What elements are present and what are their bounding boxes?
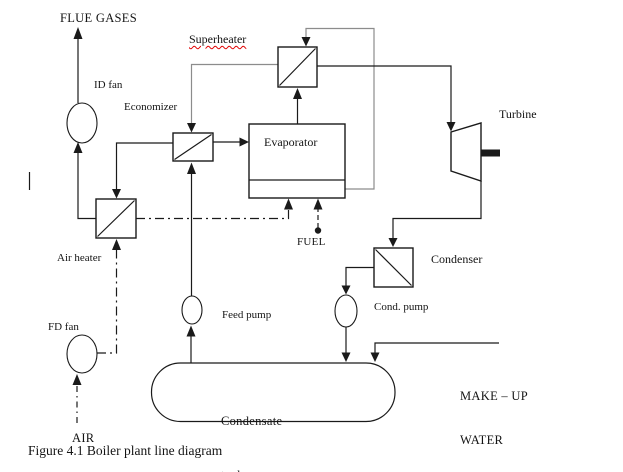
evaporator-loop-line — [301, 27, 375, 190]
fd-fan-symbol — [66, 334, 98, 374]
down-arrow-icon — [341, 352, 351, 362]
economizer-box — [172, 132, 214, 162]
condensate-tank-line1: Condensate — [221, 414, 283, 428]
down-arrow-icon — [112, 189, 121, 199]
flue-gas-outlet-line — [73, 27, 83, 103]
up-arrow-icon — [284, 198, 293, 210]
economizer-to-airheater-line — [112, 142, 173, 199]
economizer-to-evaporator-line — [213, 137, 249, 147]
make-up-water-line1: MAKE – UP — [460, 389, 528, 403]
up-arrow-icon — [293, 88, 302, 99]
down-arrow-icon — [446, 122, 456, 132]
turbine-shape — [450, 122, 500, 182]
up-arrow-icon — [112, 239, 121, 250]
up-arrow-icon — [186, 325, 196, 337]
figure-caption: Figure 4.1 Boiler plant line diagram — [28, 443, 223, 458]
make-up-water-line2: WATER — [460, 432, 504, 447]
fuel-dot-icon — [314, 227, 322, 234]
down-arrow-icon — [187, 123, 196, 133]
superheater-label: Superheater — [189, 32, 247, 46]
up-arrow-icon — [187, 162, 196, 174]
id-fan-symbol — [66, 102, 98, 144]
up-arrow-icon — [73, 142, 83, 153]
condenser-to-condpump-line — [341, 266, 374, 295]
evaporator-box — [248, 123, 346, 199]
cond-pump-symbol — [334, 294, 358, 328]
superheater-box — [277, 46, 318, 88]
airheater-to-furnace-line — [136, 198, 293, 220]
down-arrow-icon — [341, 285, 351, 295]
air-heater-label: Air heater — [57, 252, 102, 264]
tank-to-feedpump-line — [186, 325, 196, 363]
fuel-inlet-line — [313, 198, 323, 234]
turbine-label: Turbine — [499, 107, 537, 121]
air-inlet-line — [72, 374, 82, 423]
makeup-water-line — [370, 342, 499, 362]
superheater-to-turbine-line — [317, 65, 456, 132]
fd-fan-label: FD fan — [48, 321, 79, 333]
condenser-label: Condenser — [431, 252, 483, 266]
down-arrow-icon — [370, 352, 380, 362]
fdfan-to-airheater-line — [97, 239, 121, 354]
condenser-box — [373, 247, 414, 288]
up-arrow-icon — [72, 374, 82, 385]
cond-pump-label: Cond. pump — [374, 301, 429, 313]
economizer-label: Economizer — [124, 101, 178, 113]
down-arrow-icon — [388, 238, 398, 247]
evaporator-to-superheater-line — [293, 88, 302, 124]
air-label: AIR — [72, 431, 95, 445]
up-arrow-icon — [73, 27, 83, 39]
superheater-to-economizer-line — [187, 63, 278, 133]
feed-pump-symbol — [181, 295, 203, 325]
evaporator-label: Evaporator — [264, 135, 318, 149]
turbine-shaft — [481, 149, 500, 157]
right-arrow-icon — [239, 137, 249, 147]
condensate-tank-shape — [150, 362, 396, 423]
airheater-to-idfan-line — [73, 142, 96, 220]
condensate-tank-line2: tank — [221, 466, 282, 472]
down-arrow-icon — [301, 37, 311, 47]
turbine-to-condenser-line — [388, 181, 482, 247]
air-heater-box — [95, 198, 137, 239]
id-fan-label: ID fan — [94, 79, 123, 91]
feedpump-to-economizer-line — [187, 162, 196, 296]
flue-gases-label: FLUE GASES — [60, 11, 137, 25]
make-up-water-label: MAKE – UP WATER — [460, 360, 528, 472]
feed-pump-label: Feed pump — [222, 309, 272, 321]
up-arrow-icon — [313, 198, 323, 210]
condpump-to-tank-line — [341, 327, 351, 362]
fuel-label: FUEL — [297, 236, 326, 248]
condensate-tank-label: Condensate tank — [221, 376, 282, 472]
